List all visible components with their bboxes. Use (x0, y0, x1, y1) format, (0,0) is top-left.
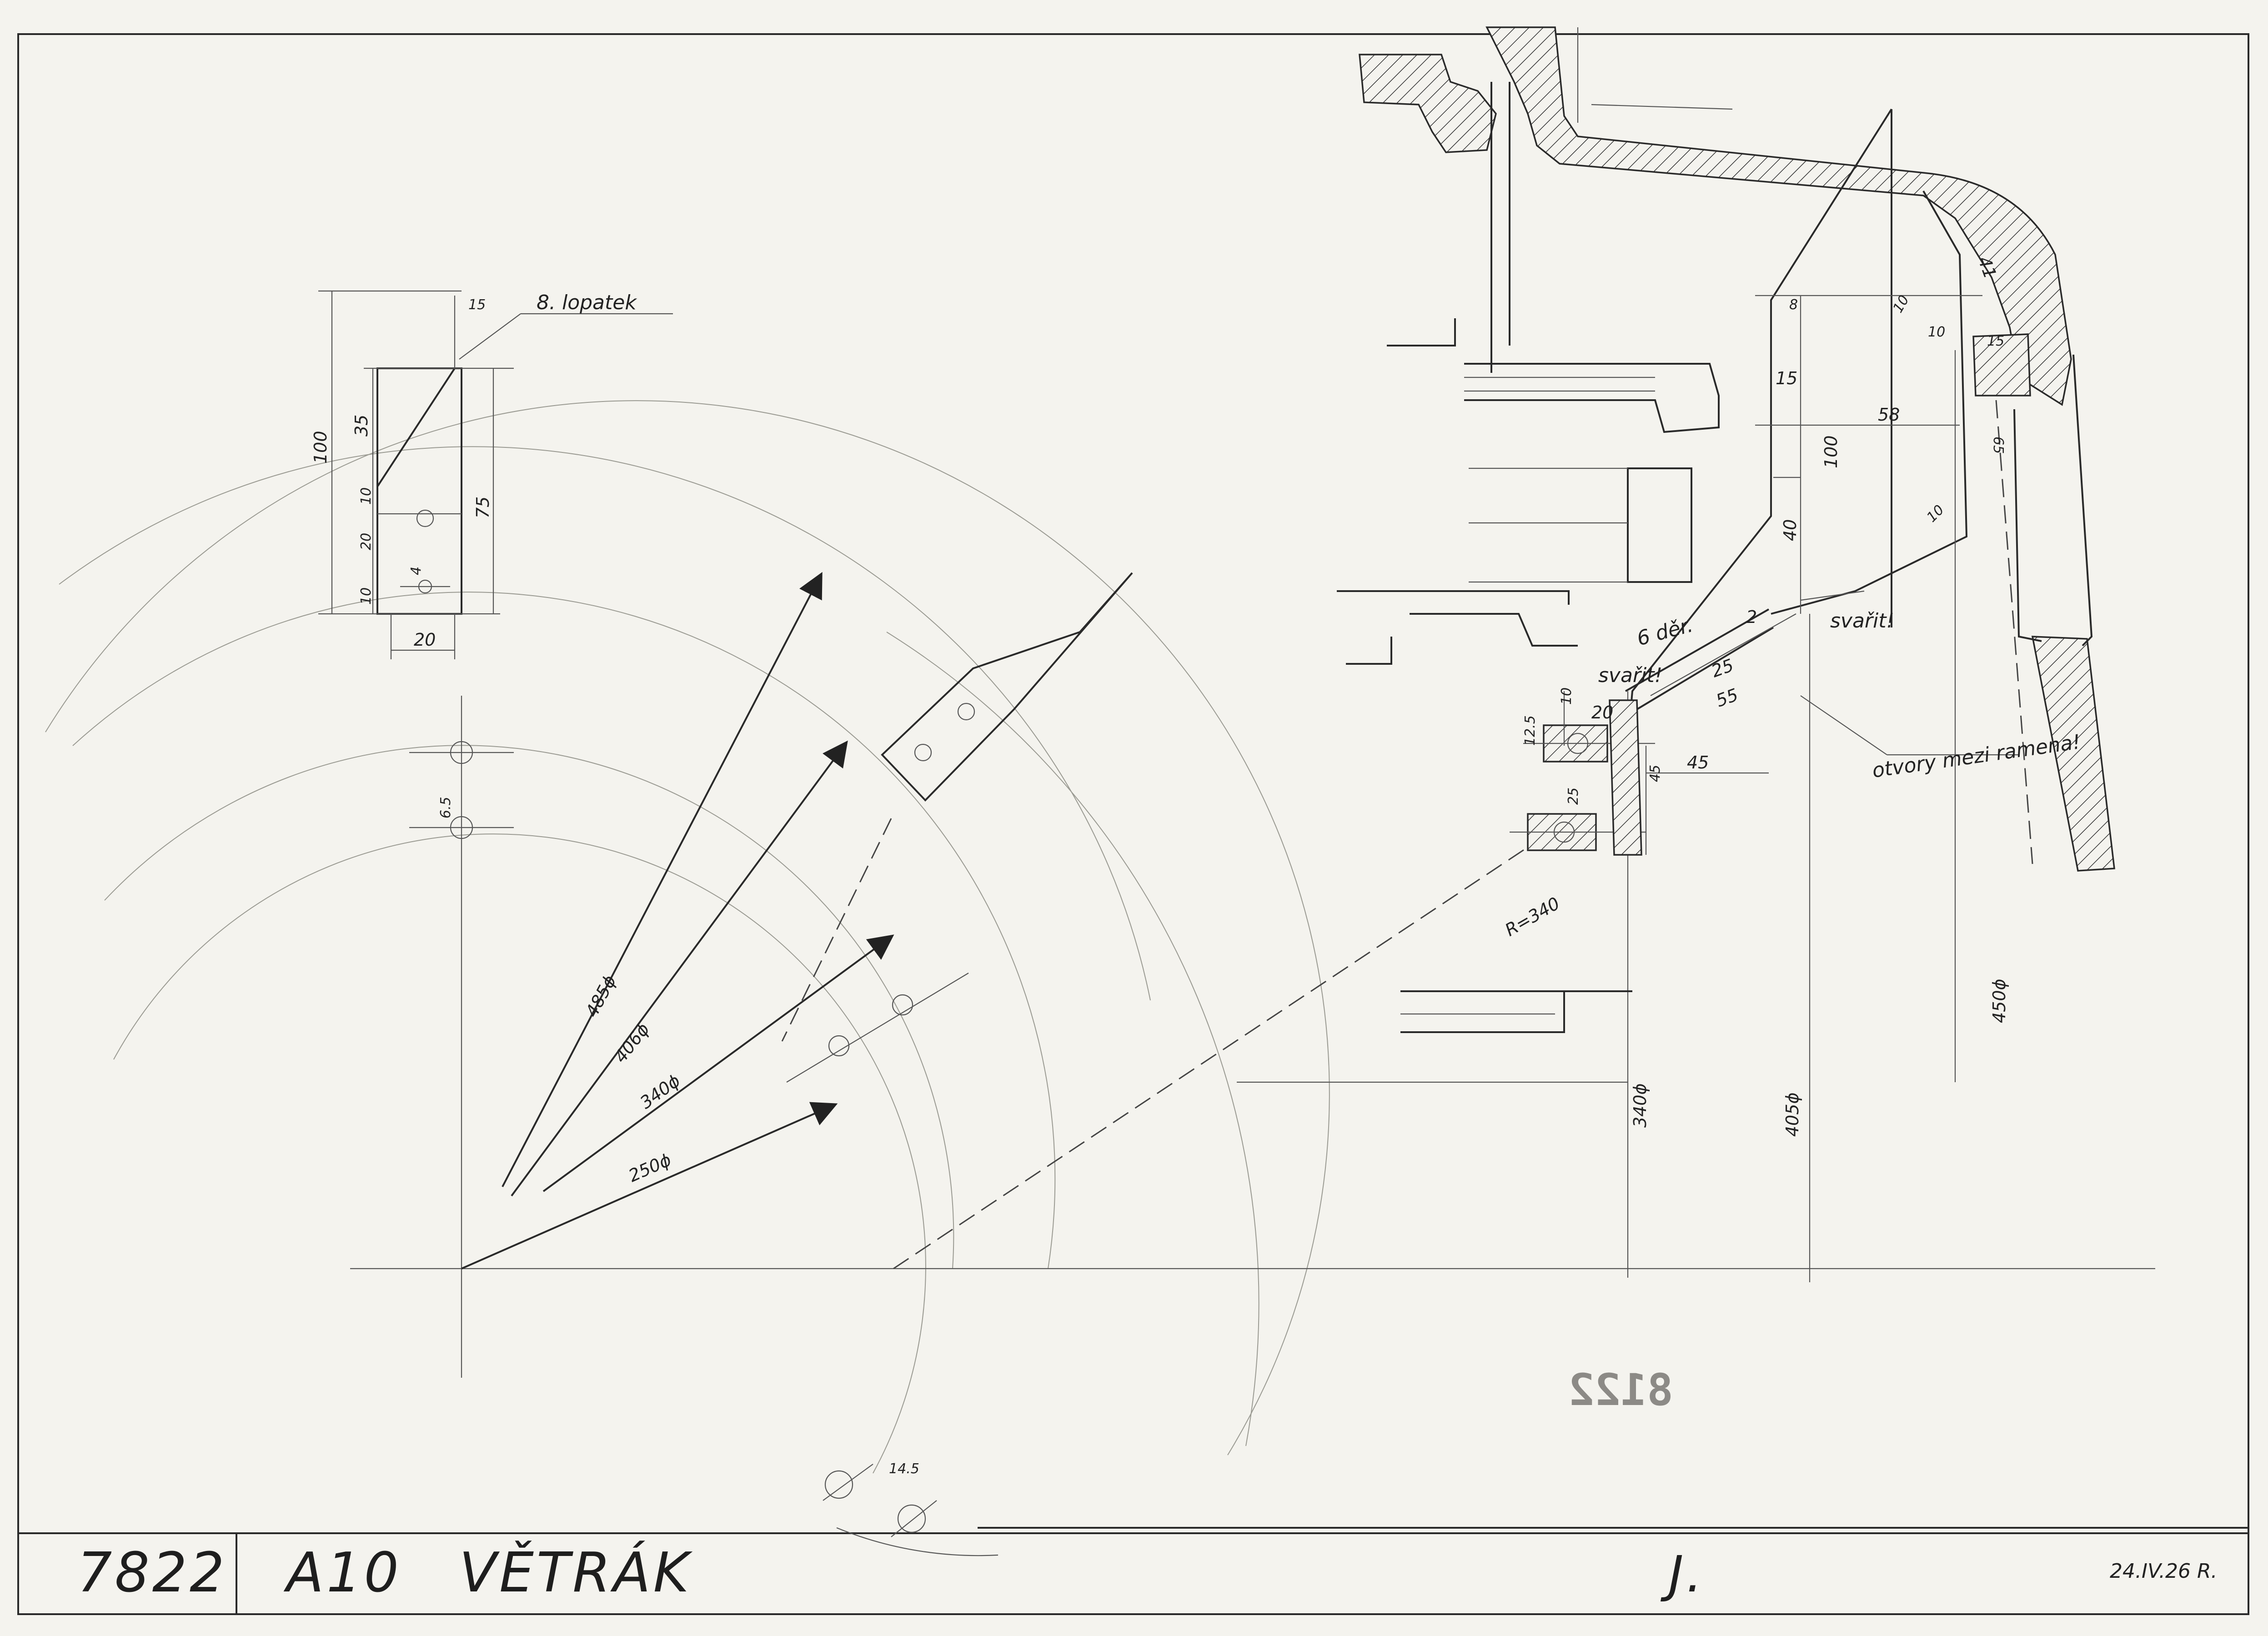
dim-s-20: 20 (1591, 703, 1613, 723)
arc-406 (72, 592, 1056, 1269)
arc-485 (59, 446, 1151, 1001)
rim-section (2031, 636, 2115, 872)
dim-s-2: 2 (1746, 607, 1757, 627)
housing-section (1485, 26, 2072, 406)
dim-hole-size: 4 (408, 567, 424, 575)
dim-s-55: 55 (1713, 685, 1741, 711)
bolt-top (1523, 724, 1655, 763)
date: 24.IV.26 R. (2110, 1560, 2218, 1583)
weld-note-left: svařit! (1598, 664, 1662, 687)
dim-blade-length: 75 (473, 497, 493, 518)
section-view: svařit! svařit! 6 děr. otvory mezi ramen… (1237, 26, 2115, 1282)
dim-s-65: 65 (1990, 437, 2006, 454)
dim-s-25: 25 (1709, 655, 1736, 682)
openings-note: otvory mezi ramena! (1871, 730, 2082, 783)
hub-section (1359, 54, 1497, 153)
fan-plate (1618, 108, 1892, 851)
dim-s-100: 100 (1821, 435, 1841, 468)
arc-250 (113, 833, 926, 1474)
dim-blade-width: 20 (414, 630, 436, 650)
arc-outer (45, 400, 1330, 1455)
dim-s-45b: 45 (1647, 765, 1663, 782)
dia-250: 250ϕ (626, 1149, 674, 1186)
dim-s-15: 15 (1776, 368, 1797, 388)
arc-outer-right (886, 632, 1259, 1446)
blade-detail: 8. lopatek 15 100 35 75 20 10 10 4 20 (311, 290, 673, 659)
blade-plan (781, 572, 1133, 1042)
leader-340 (542, 934, 894, 1192)
hole (897, 1504, 926, 1533)
svg-text:8122: 8122 (1568, 1365, 1673, 1415)
dim-lower: 10 (358, 587, 374, 605)
dim-blade-slant: 35 (351, 415, 371, 437)
hole (824, 1470, 853, 1499)
weld-block (1972, 333, 2031, 396)
leader-406 (511, 740, 848, 1197)
hole (892, 994, 913, 1016)
dim-s-15b: 15 (1987, 333, 2004, 349)
dim-hole-offset: 20 (358, 533, 374, 550)
title-block: 7822 A10 VĚTRÁK J. 24.IV.26 R. (77, 1527, 2248, 1614)
bolt-bottom (1510, 813, 1646, 851)
dim-s-8: 8 (1789, 297, 1798, 313)
dim-hole-spacing: 6.5 (438, 797, 454, 818)
dim-s-40: 40 (1780, 519, 1800, 541)
projection-line (893, 836, 1544, 1270)
arc-340 (104, 745, 954, 1269)
dim-s-10c: 10 (1924, 502, 1947, 526)
dia-406: 406ϕ (610, 1019, 653, 1067)
weld-note-top: svařit! (1830, 609, 1894, 632)
sheet-border (17, 33, 2249, 1615)
dim-hole-dia: 14.5 (889, 1461, 919, 1477)
holes-note: 6 děr. (1635, 613, 1696, 651)
dim-s-45: 45 (1687, 753, 1709, 773)
dim-s-58: 58 (1878, 405, 1900, 425)
plan-view: 485ϕ 406ϕ 340ϕ 250ϕ 6.5 14.5 (45, 400, 2155, 1556)
dim-blade-height: 100 (311, 431, 331, 464)
part-name: VĚTRÁK (459, 1541, 693, 1605)
dim-s-12-5: 12.5 (1522, 715, 1538, 746)
dia-s-405: 405ϕ (1782, 1092, 1802, 1137)
initial: J. (1660, 1545, 1705, 1603)
leader-485 (502, 572, 823, 1187)
dim-blade-thickness: 15 (468, 297, 486, 313)
dia-s-340: 340ϕ (1630, 1083, 1650, 1128)
blade-count-note: 8. lopatek (537, 291, 637, 314)
leader-250 (461, 1102, 838, 1270)
dim-upper: 10 (358, 487, 374, 505)
dim-s-25b: 25 (1566, 788, 1581, 805)
drawing-number: 7822 (77, 1541, 227, 1605)
dia-485: 485ϕ (582, 972, 620, 1020)
part-code: A10 (283, 1541, 401, 1605)
stamp: 8122 (1568, 1365, 1673, 1415)
dim-s-radius: R=340 (1502, 893, 1563, 940)
blade-outline (376, 367, 462, 615)
hole (828, 1035, 850, 1057)
dim-s-10b: 10 (1928, 324, 1945, 340)
dim-s-10d: 10 (1559, 688, 1575, 705)
dia-s-450: 450ϕ (1989, 979, 2009, 1023)
